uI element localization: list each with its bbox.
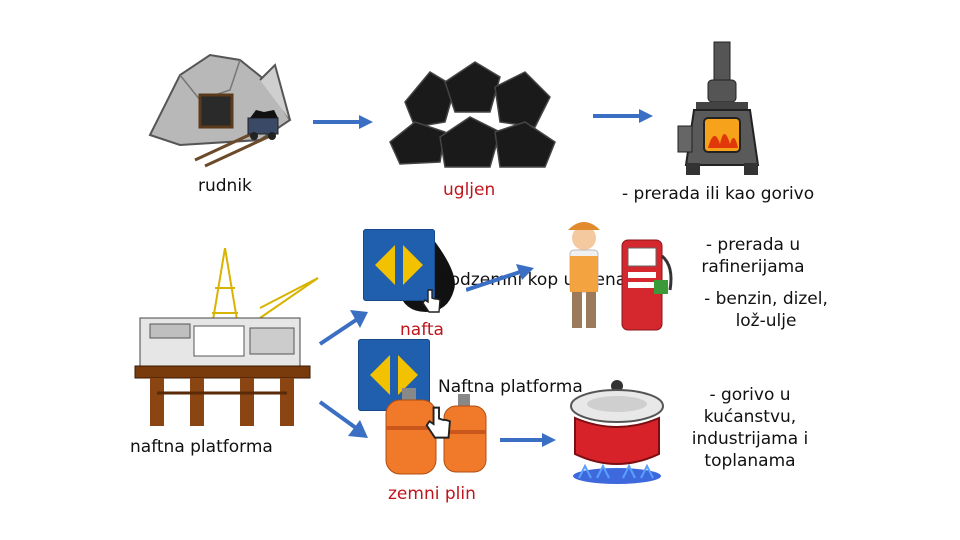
label-prerada-gorivo: - prerada ili kao gorivo	[622, 184, 815, 204]
hand-cursor-icon	[421, 288, 443, 316]
coal-image	[385, 42, 560, 172]
arrow-1	[313, 112, 373, 132]
arrow-4	[318, 306, 370, 348]
label-zemni-plin: zemni plin	[388, 484, 476, 504]
label-rudnik: rudnik	[198, 176, 252, 196]
nav-arrows-icon	[370, 355, 418, 395]
gas-station-image	[558, 216, 678, 334]
arrow-6	[500, 430, 556, 450]
label-nafta: nafta	[400, 320, 444, 340]
arrow-3	[466, 264, 534, 294]
label-naftna-platforma-hint: Naftna platforma	[438, 377, 583, 397]
label-prerada-rafinerija: - prerada u rafinerijama	[701, 235, 805, 277]
label-gorivo-kucanstvo: - gorivo u kućanstvu, industrijama i top…	[691, 385, 809, 471]
pot-on-gas-image	[565, 378, 670, 490]
stove-image	[672, 40, 772, 178]
hand-cursor-icon	[424, 404, 454, 444]
nav-arrows-icon	[375, 245, 423, 285]
label-ugljen: ugljen	[443, 180, 496, 200]
nav-button-naftna-platforma[interactable]	[358, 339, 430, 411]
arrow-2	[593, 106, 653, 126]
label-benzin: - benzin, dizel, lož-ulje	[704, 289, 828, 331]
label-naftna-platforma: naftna platforma	[130, 437, 273, 457]
nav-button-podzemni-kop[interactable]	[363, 229, 435, 301]
oil-platform-image	[130, 248, 320, 428]
arrow-5	[318, 398, 370, 442]
mine-image	[140, 40, 295, 170]
